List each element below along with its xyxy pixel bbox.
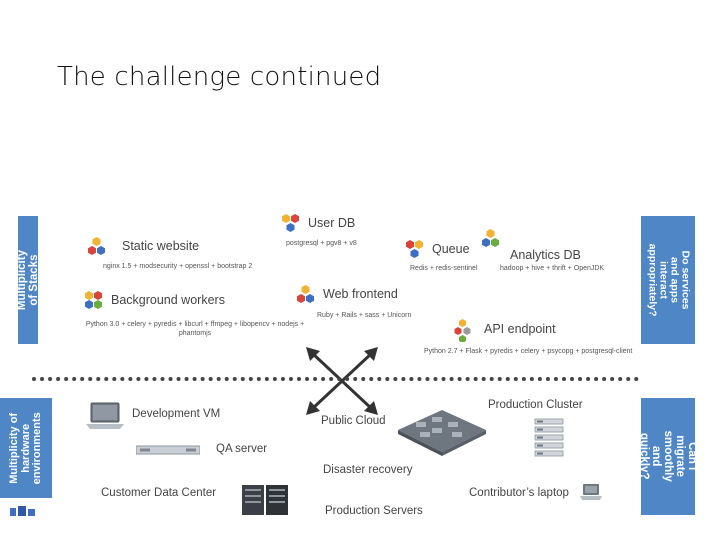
- server-stack-icon: [534, 418, 564, 457]
- rack-server-icon: [136, 445, 200, 455]
- band-multiplicity-of-stacks-text: Multiplicity of Stacks: [15, 249, 40, 311]
- band-migrate-smoothly-text: Can I migrate smoothly and quickly?: [637, 430, 699, 483]
- node-user-db: User DB: [280, 213, 355, 233]
- node-analytics-db-label: Analytics DB: [510, 248, 581, 262]
- laptop-icon: [86, 402, 124, 429]
- hexagon-cluster-icon: [282, 214, 299, 232]
- env-qa-server: QA server: [216, 443, 268, 455]
- band-services-interact: Do services and apps interact appropriat…: [641, 216, 695, 344]
- env-customer-data-center: Customer Data Center: [101, 487, 217, 499]
- env-production-cluster: Production Cluster: [488, 399, 583, 411]
- node-user-db-tech: postgresql + pgv8 + v8: [286, 240, 357, 247]
- server-cluster-icon: [398, 410, 486, 456]
- node-api-endpoint-label: API endpoint: [484, 322, 556, 336]
- hexagon-cluster-icon: [85, 291, 102, 309]
- node-api-endpoint-tech: Python 2.7 + Flask + pyredis + celery + …: [424, 348, 633, 355]
- band-multiplicity-of-stacks: Multiplicity of Stacks: [15, 216, 40, 344]
- env-development-vm: Development VM: [132, 408, 221, 420]
- hexagon-cluster-icon: [88, 237, 105, 255]
- band-multiplicity-of-hardware: Multiplicity of hardware environments: [0, 398, 52, 498]
- node-queue: Queue: [404, 239, 470, 259]
- hexagon-cluster-icon: [454, 319, 471, 342]
- node-web-frontend-tech: Ruby + Rails + sass + Unicorn: [317, 312, 412, 319]
- node-background-workers-tech: Python 3.0 + celery + pyredis + libcurl …: [85, 321, 305, 337]
- band-services-interact-text: Do services and apps interact appropriat…: [645, 243, 692, 317]
- laptop-icon: [580, 484, 602, 500]
- node-background-workers: Background workers: [83, 290, 225, 310]
- node-queue-tech: Redis + redis-sentinel: [410, 265, 478, 272]
- crossed-arrows-icon: [306, 347, 378, 415]
- node-web-frontend: Web frontend: [295, 284, 398, 304]
- band-migrate-smoothly: Can I migrate smoothly and quickly?: [637, 398, 699, 515]
- node-analytics-db: Analytics DB: [480, 226, 581, 262]
- node-background-workers-label: Background workers: [111, 293, 225, 307]
- node-api-endpoint: API endpoint: [452, 316, 556, 342]
- node-static-website-label: Static website: [122, 239, 200, 253]
- node-static-website: Static website: [86, 236, 199, 256]
- slide-title: The challenge continued: [57, 62, 382, 92]
- server-rack-icon: [242, 485, 288, 515]
- building-icon: [10, 506, 35, 516]
- env-disaster-recovery: Disaster recovery: [323, 464, 413, 476]
- section-divider: [32, 377, 639, 381]
- node-user-db-label: User DB: [308, 216, 356, 230]
- node-web-frontend-label: Web frontend: [323, 287, 398, 301]
- hexagon-cluster-icon: [406, 240, 423, 258]
- node-analytics-db-tech: hadoop + hive + thrift + OpenJDK: [500, 265, 605, 272]
- hexagon-cluster-icon: [297, 285, 314, 303]
- env-public-cloud: Public Cloud: [321, 415, 386, 427]
- env-production-servers: Production Servers: [325, 505, 423, 517]
- node-static-website-tech: nginx 1.5 + modsecurity + openssl + boot…: [103, 263, 253, 270]
- band-multiplicity-of-hardware-text: Multiplicity of hardware environments: [7, 411, 43, 485]
- env-contributors-laptop: Contributor’s laptop: [469, 487, 569, 499]
- node-queue-label: Queue: [432, 242, 470, 256]
- hexagon-cluster-icon: [482, 229, 499, 247]
